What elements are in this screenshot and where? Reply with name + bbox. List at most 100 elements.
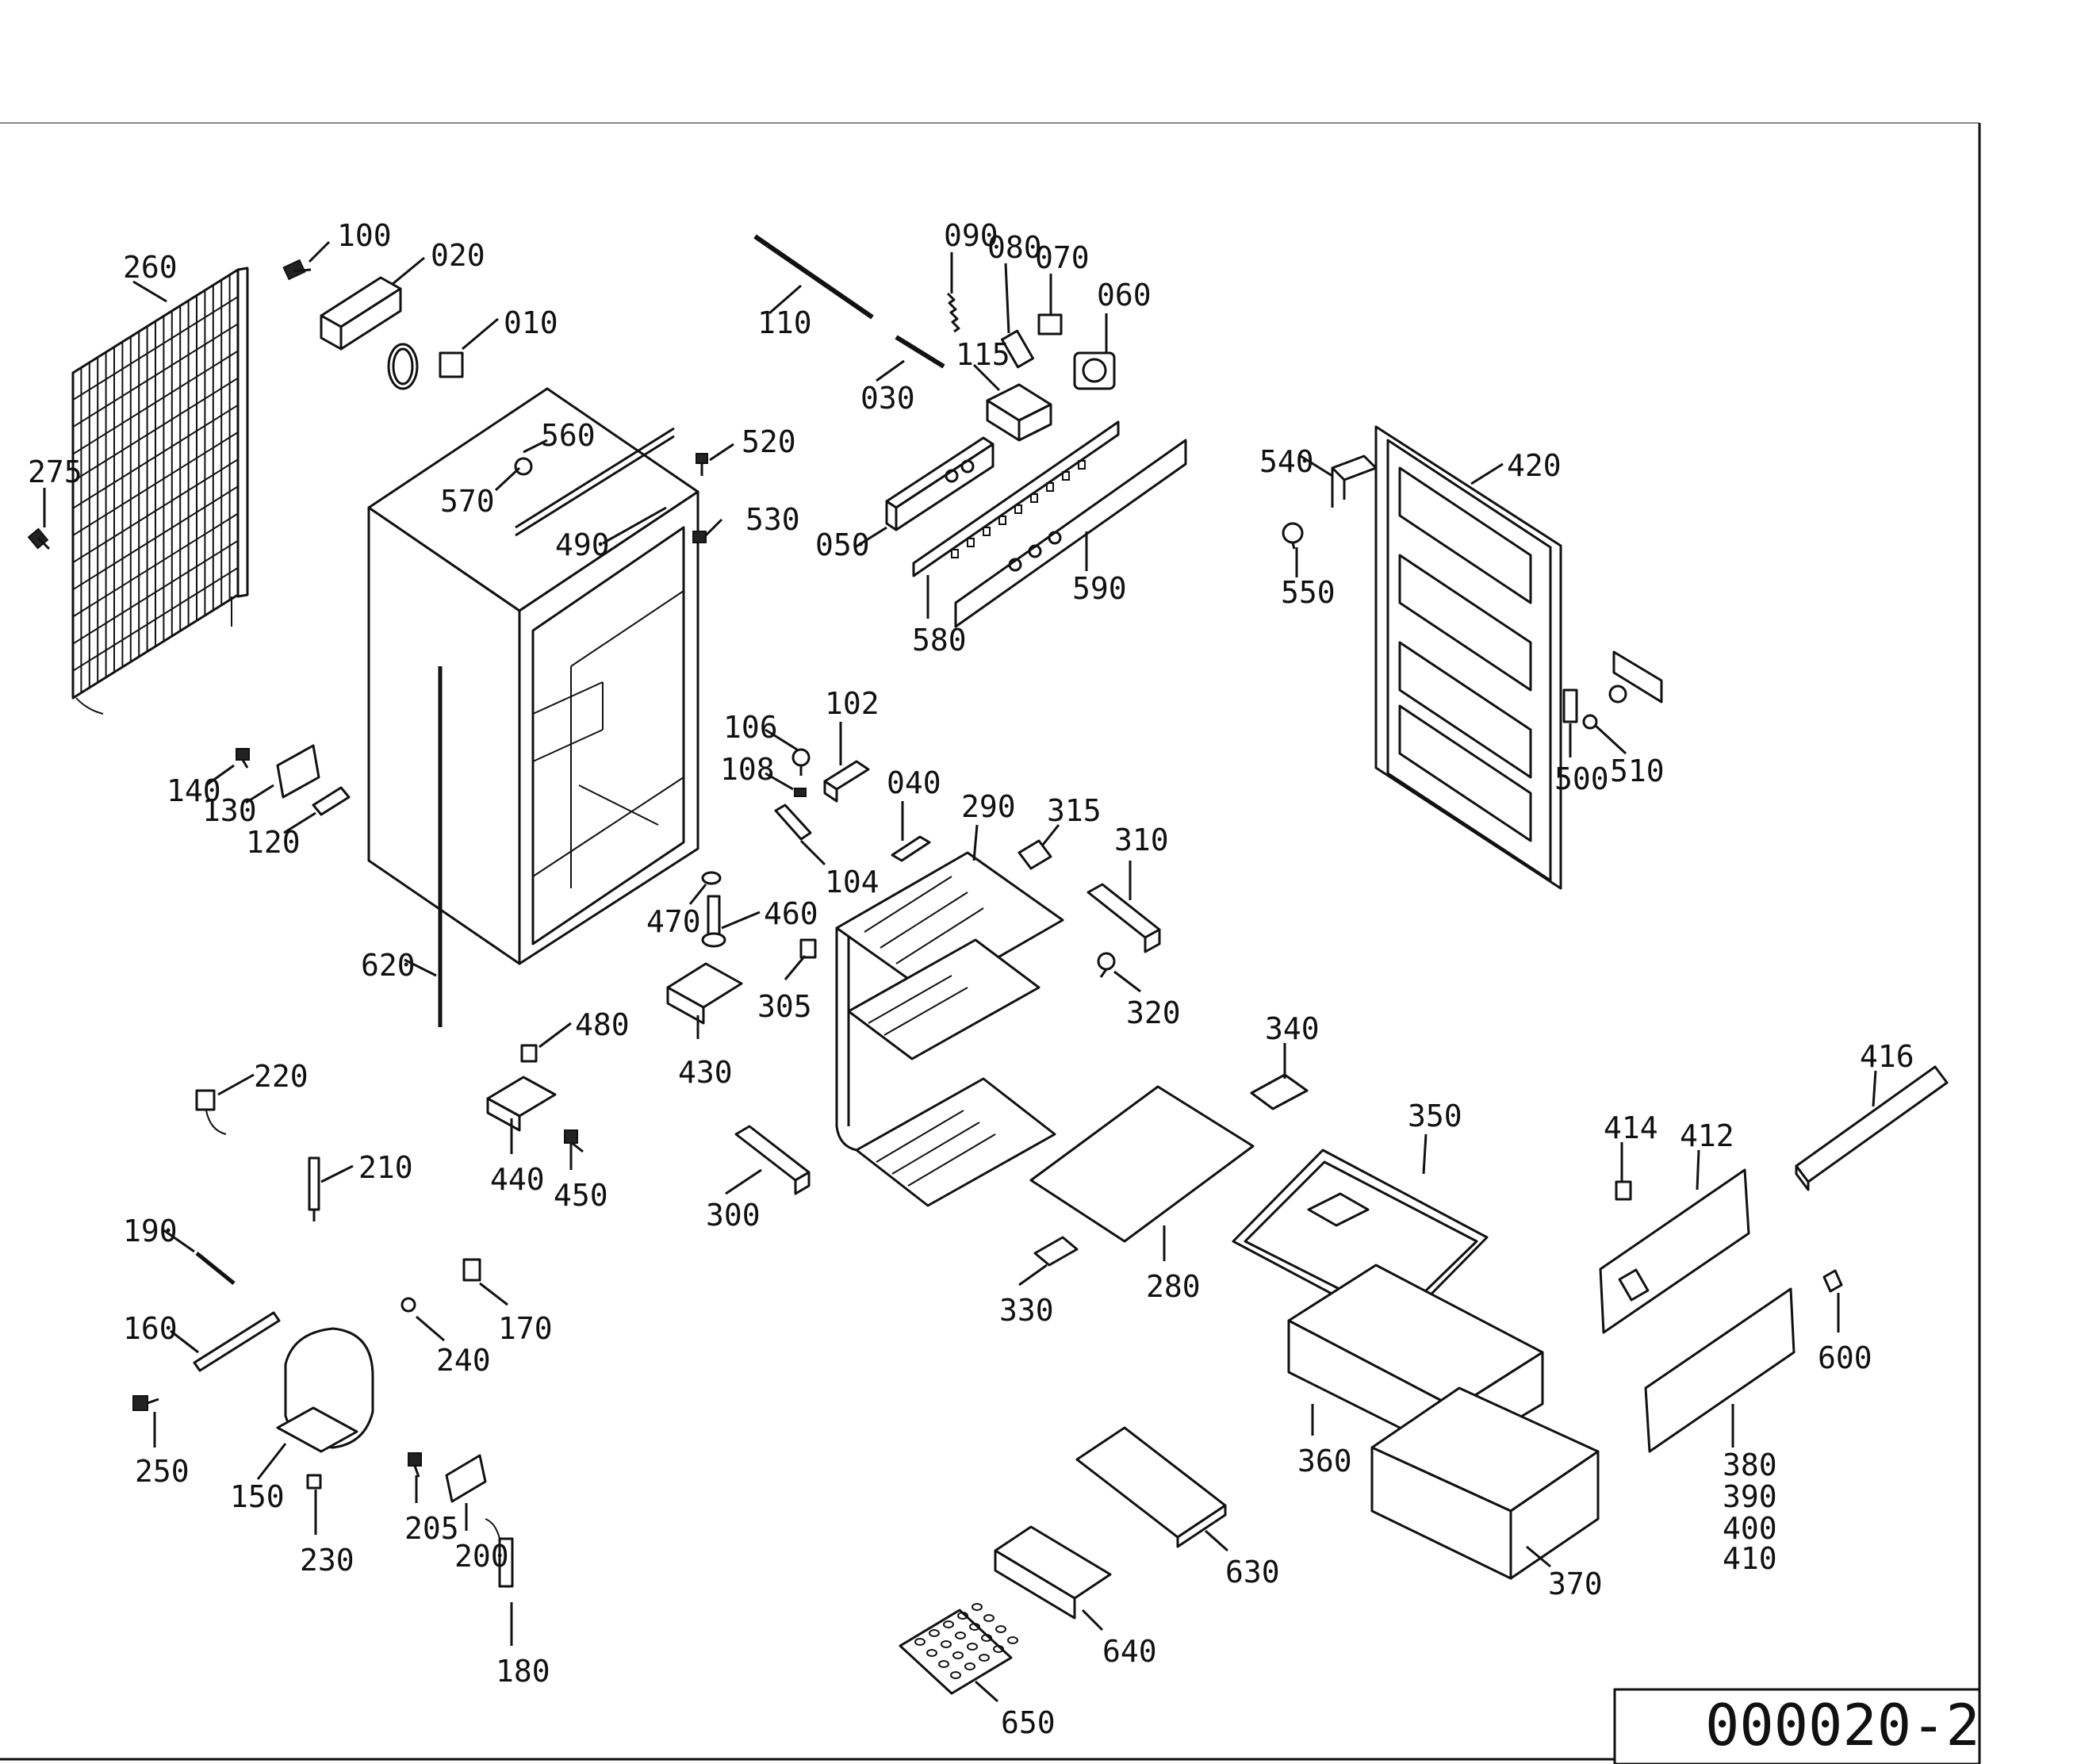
strip-slot <box>951 549 959 558</box>
label-115: 115 <box>956 337 1010 372</box>
ice-cell <box>983 1614 995 1622</box>
label-590: 590 <box>1072 571 1127 606</box>
control-panel-590 <box>954 439 1187 628</box>
evaporator-290 <box>835 851 1064 1207</box>
hatch-line <box>907 1133 996 1187</box>
screw-450-icon <box>564 1129 584 1153</box>
screw-250-icon <box>132 1395 159 1411</box>
label-416: 416 <box>1860 1039 1914 1074</box>
label-310: 310 <box>1114 823 1169 857</box>
latch-102 <box>823 760 870 803</box>
part-108 <box>794 788 807 797</box>
screw-100-icon <box>282 259 312 281</box>
label-060: 060 <box>1097 278 1152 313</box>
label-150: 150 <box>230 1479 285 1514</box>
label-600: 600 <box>1818 1340 1872 1375</box>
bar-300 <box>734 1125 811 1195</box>
ice-cell <box>979 1654 990 1662</box>
ice-cell <box>957 1612 968 1620</box>
label-010: 010 <box>504 305 558 340</box>
label-360: 360 <box>1297 1444 1352 1478</box>
label-250: 250 <box>135 1454 190 1489</box>
label-350: 350 <box>1408 1099 1462 1133</box>
control-panel-strip-580 <box>912 420 1120 577</box>
label-280: 280 <box>1146 1269 1201 1304</box>
ice-cell <box>926 1649 937 1657</box>
label-530: 530 <box>745 502 800 537</box>
drawing-number-box: 000020-2 <box>1613 1688 1981 1764</box>
shelf-plate-280 <box>1029 1085 1255 1243</box>
label-110: 110 <box>757 305 812 340</box>
ice-cell <box>941 1640 952 1648</box>
part-340 <box>1250 1073 1309 1110</box>
plug-570 <box>514 457 533 476</box>
hatch-line <box>72 431 239 536</box>
label-190: 190 <box>123 1214 178 1248</box>
washer-470 <box>701 871 722 885</box>
ice-cell <box>993 1645 1004 1653</box>
shaft-080 <box>1000 329 1035 369</box>
part-120 <box>312 786 351 816</box>
part-230 <box>306 1474 322 1490</box>
nut-160 <box>400 1297 416 1313</box>
hatch-line <box>72 458 239 564</box>
label-070: 070 <box>1035 240 1090 275</box>
hatch-line <box>72 350 239 455</box>
rail-560 <box>515 427 675 537</box>
hatch-line <box>864 876 952 933</box>
label-550: 550 <box>1281 575 1336 610</box>
bracket-130 <box>276 744 320 799</box>
label-580: 580 <box>912 623 967 658</box>
label-130: 130 <box>202 793 257 828</box>
label-520: 520 <box>742 424 796 459</box>
hinge-430 <box>666 962 743 1025</box>
hatch-line <box>895 907 984 964</box>
clip-500 <box>1562 688 1578 723</box>
part-number-labels: 260 100 020 010 275 110 090 080 070 060 … <box>28 218 1914 1740</box>
hatch-line <box>72 296 239 401</box>
box-640 <box>994 1525 1112 1620</box>
hatch-line <box>72 404 239 509</box>
hinge-440 <box>486 1076 557 1132</box>
power-plug-220 <box>195 1089 227 1135</box>
rod-110 <box>753 234 874 320</box>
label-305: 305 <box>757 989 812 1024</box>
hatch-line <box>72 377 239 482</box>
strip-slot <box>1014 504 1022 514</box>
refrigerator-door <box>1374 425 1562 890</box>
clip-530 <box>692 531 707 543</box>
label-630: 630 <box>1225 1555 1280 1590</box>
bracket-200 <box>445 1454 487 1503</box>
label-390: 390 <box>1723 1479 1777 1514</box>
label-410: 410 <box>1723 1541 1777 1576</box>
label-440: 440 <box>490 1162 545 1197</box>
label-450: 450 <box>554 1178 608 1213</box>
trim-416 <box>1795 1065 1949 1191</box>
screw-550-icon <box>1282 522 1304 550</box>
thermostat-relay <box>387 343 464 390</box>
ice-cell <box>969 1623 980 1631</box>
bracket-104 <box>774 803 812 841</box>
strip-slot <box>1046 482 1054 492</box>
label-490: 490 <box>555 527 610 562</box>
drawing-number: 000020-2 <box>1705 1692 1980 1758</box>
flap-412 <box>1599 1168 1750 1334</box>
label-080: 080 <box>987 230 1042 265</box>
drawer-370 <box>1370 1386 1600 1580</box>
block-070 <box>1037 313 1063 336</box>
ice-cell <box>952 1651 964 1659</box>
part-170 <box>462 1258 481 1282</box>
strip-slot <box>1062 471 1070 481</box>
ice-cell <box>964 1662 975 1670</box>
refrigerator-cabinet <box>367 387 699 965</box>
cap-480 <box>520 1044 538 1063</box>
part-315 <box>1018 839 1052 870</box>
screw-520-icon <box>696 453 708 476</box>
ice-tray-650 <box>899 1603 1018 1695</box>
label-650: 650 <box>1001 1705 1056 1740</box>
capacitor-180 <box>485 1518 514 1588</box>
label-220: 220 <box>254 1059 309 1094</box>
hatch-line <box>876 1110 964 1163</box>
label-510: 510 <box>1610 754 1665 788</box>
